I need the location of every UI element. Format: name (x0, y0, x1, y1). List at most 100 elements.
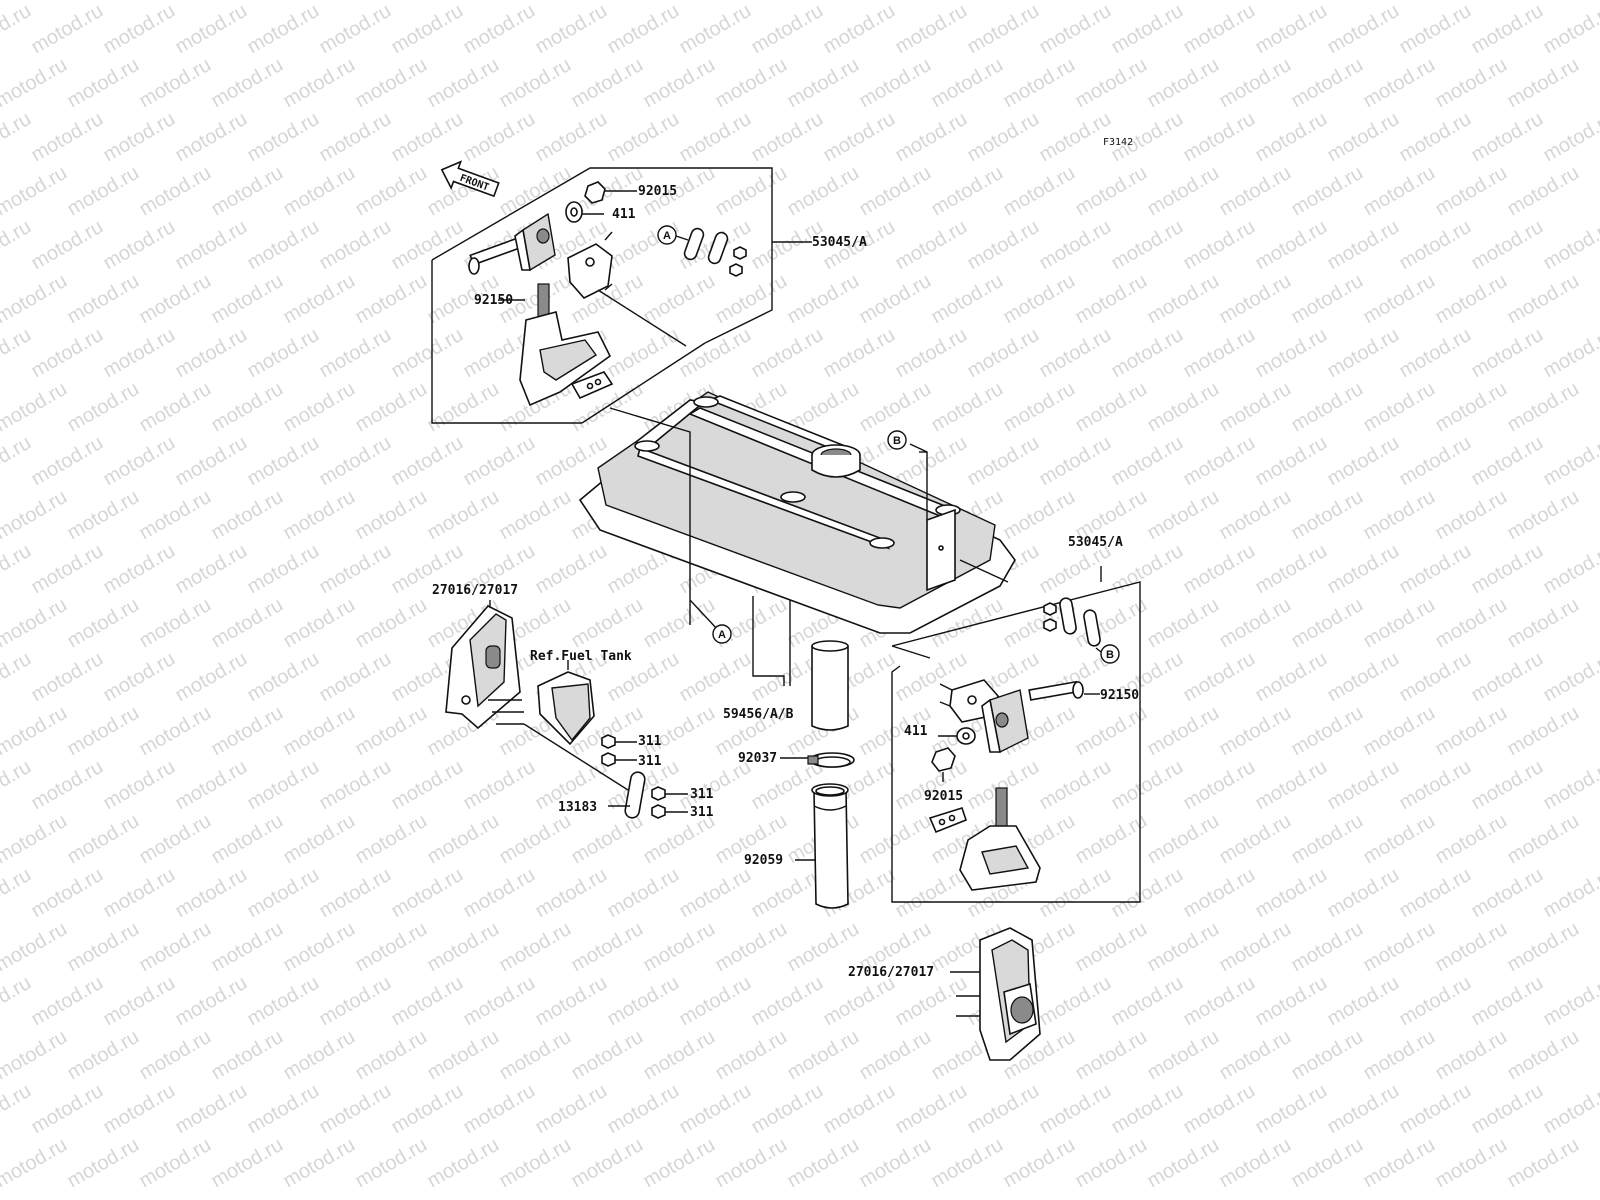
part-number-53045a-top: 53045/A (812, 235, 867, 250)
watermark-text: motod.ru (676, 0, 755, 58)
svg-text:B: B (893, 435, 901, 447)
watermark-text: motod.ru (928, 1134, 1007, 1193)
part-number-92059: 92059 (744, 853, 783, 868)
watermark-text: motod.ru (532, 0, 611, 58)
watermark-text: motod.ru (0, 0, 35, 58)
part-number-53045a-right: 53045/A (1068, 535, 1123, 550)
watermark-text: motod.ru (0, 432, 35, 491)
watermark-text: motod.ru (640, 918, 719, 977)
watermark-text: motod.ru (676, 648, 755, 707)
watermark-text: motod.ru (64, 378, 143, 437)
watermark-text: motod.ru (280, 594, 359, 653)
watermark-text: motod.ru (28, 324, 107, 383)
watermark-text: motod.ru (1216, 162, 1295, 221)
watermark-text: motod.ru (496, 0, 575, 4)
watermark-text: motod.ru (1540, 756, 1600, 815)
watermark-text: motod.ru (1432, 270, 1511, 329)
part-number-92150-right: 92150 (1100, 688, 1139, 703)
watermark-text: motod.ru (136, 918, 215, 977)
watermark-text: motod.ru (1216, 918, 1295, 977)
watermark-text: motod.ru (784, 270, 863, 329)
watermark-text: motod.ru (316, 1080, 395, 1139)
watermark-text: motod.ru (1108, 756, 1187, 815)
watermark-text: motod.ru (532, 1080, 611, 1139)
watermark-text: motod.ru (1144, 810, 1223, 869)
watermark-text: motod.ru (784, 0, 863, 4)
watermark-text: motod.ru (208, 270, 287, 329)
watermark-text: motod.ru (460, 864, 539, 923)
watermark-text: motod.ru (1252, 432, 1331, 491)
watermark-text: motod.ru (1324, 972, 1403, 1031)
watermark-text: motod.ru (856, 0, 935, 4)
watermark-text: motod.ru (1180, 756, 1259, 815)
watermark-text: motod.ru (424, 54, 503, 113)
watermark-text: motod.ru (568, 1134, 647, 1193)
watermark-text: motod.ru (1180, 324, 1259, 383)
watermark-text: motod.ru (1432, 486, 1511, 545)
watermark-text: motod.ru (64, 810, 143, 869)
part-number-27016-bottom: 27016/27017 (848, 965, 934, 980)
watermark-text: motod.ru (1036, 756, 1115, 815)
watermark-text: motod.ru (1360, 378, 1439, 437)
watermark-text: motod.ru (1252, 864, 1331, 923)
watermark-text: motod.ru (532, 432, 611, 491)
watermark-text: motod.ru (1180, 108, 1259, 167)
watermark-text: motod.ru (64, 918, 143, 977)
watermark-text: motod.ru (1324, 108, 1403, 167)
watermark-text: motod.ru (1468, 324, 1547, 383)
watermark-text: motod.ru (1000, 54, 1079, 113)
watermark-text: motod.ru (568, 810, 647, 869)
watermark-text: motod.ru (1180, 972, 1259, 1031)
watermark-text: motod.ru (748, 1080, 827, 1139)
watermark-text: motod.ru (0, 540, 35, 599)
watermark-text: motod.ru (1252, 648, 1331, 707)
watermark-text: motod.ru (244, 648, 323, 707)
watermark-text: motod.ru (244, 756, 323, 815)
watermark-text: motod.ru (64, 486, 143, 545)
watermark-text: motod.ru (352, 1134, 431, 1193)
watermark-text: motod.ru (460, 756, 539, 815)
watermark-text: motod.ru (496, 162, 575, 221)
watermark-text: motod.ru (1144, 270, 1223, 329)
watermark-text: motod.ru (28, 216, 107, 275)
watermark-text: motod.ru (1108, 864, 1187, 923)
watermark-text: motod.ru (1504, 54, 1583, 113)
watermark-text: motod.ru (1072, 378, 1151, 437)
watermark-text: motod.ru (640, 1134, 719, 1193)
watermark-text: motod.ru (1108, 1080, 1187, 1139)
watermark-text: motod.ru (424, 1026, 503, 1085)
watermark-text: motod.ru (28, 648, 107, 707)
watermark-text: motod.ru (1360, 1026, 1439, 1085)
watermark-text: motod.ru (208, 594, 287, 653)
watermark-text: motod.ru (1000, 0, 1079, 4)
watermark-text: motod.ru (0, 1026, 71, 1085)
watermark-text: motod.ru (208, 810, 287, 869)
watermark-text: motod.ru (1324, 864, 1403, 923)
watermark-text: motod.ru (1252, 540, 1331, 599)
watermark-text: motod.ru (532, 540, 611, 599)
watermark-text: motod.ru (1036, 432, 1115, 491)
part-number-92037: 92037 (738, 751, 777, 766)
watermark-text: motod.ru (676, 1080, 755, 1139)
part-number-311-b: 311 (638, 754, 662, 769)
watermark-text: motod.ru (388, 216, 467, 275)
watermark-text: motod.ru (1288, 810, 1367, 869)
bottom-engine-mount (950, 927, 1041, 1061)
watermark-text: motod.ru (1252, 756, 1331, 815)
watermark-text: motod.ru (64, 702, 143, 761)
watermark-text: motod.ru (496, 918, 575, 977)
marker-b-tray: B (887, 430, 907, 450)
watermark-text: motod.ru (568, 918, 647, 977)
watermark-text: motod.ru (856, 1134, 935, 1193)
watermark-text: motod.ru (316, 216, 395, 275)
watermark-text: motod.ru (280, 810, 359, 869)
watermark-text: motod.ru (316, 324, 395, 383)
watermark-text: motod.ru (136, 1026, 215, 1085)
watermark-text: motod.ru (1432, 594, 1511, 653)
watermark-text: motod.ru (1504, 162, 1583, 221)
watermark-text: motod.ru (496, 486, 575, 545)
watermark-text: motod.ru (784, 1026, 863, 1085)
part-number-92150-top: 92150 (474, 293, 513, 308)
watermark-text: motod.ru (1288, 1026, 1367, 1085)
watermark-text: motod.ru (712, 1026, 791, 1085)
